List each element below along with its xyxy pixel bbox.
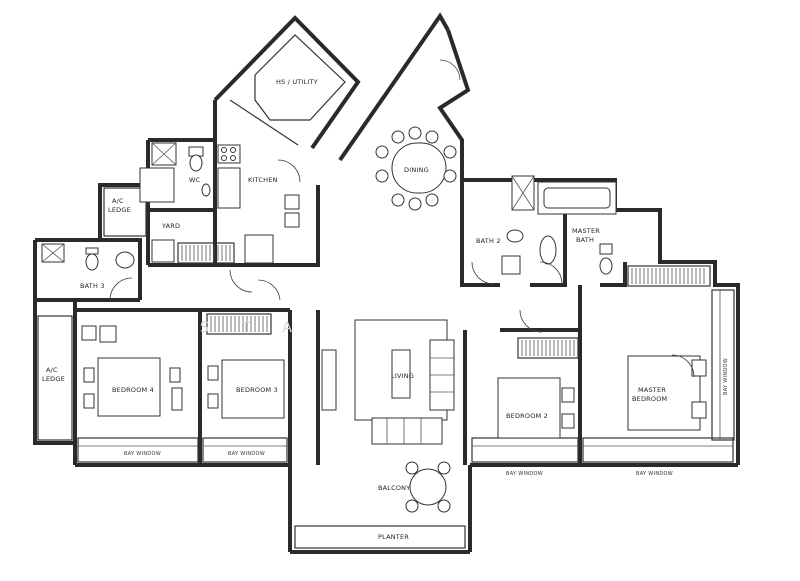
wardrobe-bedroom2 xyxy=(517,337,579,359)
watermark-text: S T A xyxy=(200,320,306,336)
label-dining: DINING xyxy=(404,166,429,174)
label-hs-utility: HS / UTILITY xyxy=(276,78,318,86)
interior-walls xyxy=(75,34,627,465)
label-master-bedroom-1: MASTER xyxy=(638,386,666,394)
room-labels: HS / UTILITY DINING KITCHEN WC A/C LEDGE… xyxy=(42,78,667,541)
label-balcony: BALCONY xyxy=(378,484,410,492)
ac-ledges xyxy=(37,187,147,441)
label-bay-window-bedroom3: BAY WINDOW xyxy=(228,451,265,457)
label-bay-window-side: BAY WINDOW xyxy=(723,358,729,395)
fixtures xyxy=(41,126,707,549)
label-ac-ledge-left-1: A/C xyxy=(46,366,58,374)
label-bay-window-bedroom2: BAY WINDOW xyxy=(506,471,543,477)
label-ac-ledge-top-1: A/C xyxy=(112,197,124,205)
label-bath3: BATH 3 xyxy=(80,282,105,290)
wardrobe-kitchen xyxy=(177,242,235,264)
label-ac-ledge-left-2: LEDGE xyxy=(42,375,65,383)
wardrobe-master xyxy=(627,265,711,287)
bay-window-labels: BAY WINDOW BAY WINDOW BAY WINDOW BAY WIN… xyxy=(124,358,729,477)
label-bedroom3: BEDROOM 3 xyxy=(236,386,278,394)
label-wc: WC xyxy=(189,176,201,184)
label-bath2: BATH 2 xyxy=(476,237,501,245)
door-swings xyxy=(109,59,695,378)
label-ac-ledge-top-2: LEDGE xyxy=(108,206,131,214)
label-kitchen: KITCHEN xyxy=(248,176,278,184)
label-bay-window-bedroom4: BAY WINDOW xyxy=(124,451,161,457)
wardrobes xyxy=(177,242,711,359)
label-master-bath-1: MASTER xyxy=(572,227,600,235)
label-bedroom2: BEDROOM 2 xyxy=(506,412,548,420)
label-planter: PLANTER xyxy=(378,533,409,541)
label-master-bedroom-2: BEDROOM xyxy=(632,395,667,403)
label-bay-window-master: BAY WINDOW xyxy=(636,471,673,477)
label-bedroom4: BEDROOM 4 xyxy=(112,386,154,394)
label-living: LIVING xyxy=(391,372,414,380)
wardrobe-bedroom3 xyxy=(206,313,272,335)
label-master-bath-2: BATH xyxy=(576,236,594,244)
label-yard: YARD xyxy=(161,222,180,230)
